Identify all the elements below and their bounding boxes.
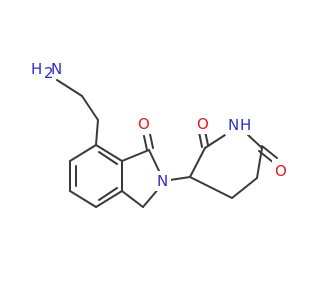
- bond-ch2-c7: [81, 95, 99, 121]
- bond-pip6: [189, 176, 233, 199]
- dione-oxygen-top-atom: O: [194, 114, 212, 134]
- imide-n-label: N: [228, 116, 239, 134]
- bond-ar4: [95, 190, 123, 208]
- bond-lactam-co-2: [149, 133, 154, 149]
- bond-layer: [56, 79, 278, 208]
- bond-ar6: [95, 144, 123, 162]
- bond-ar3: [69, 190, 97, 208]
- bond-ch2-aryl: [95, 119, 99, 146]
- bond-ar-inner3: [98, 151, 118, 165]
- bond-pip-co-top-1: [198, 131, 203, 148]
- bond-ar-inner2: [98, 187, 118, 201]
- lactam-oxygen-label: O: [138, 115, 150, 133]
- amine-n-label: N: [51, 60, 62, 78]
- bond-ch2-ring: [121, 190, 144, 208]
- bond-pip5: [231, 177, 258, 199]
- bond-ar1: [69, 144, 97, 162]
- imide-h-label: H: [240, 116, 251, 134]
- bond-pip-co-right-2: [258, 150, 275, 164]
- lactam-nitrogen-atom: N: [153, 171, 171, 191]
- amine-label: H: [31, 60, 42, 78]
- lactam-oxygen-atom: O: [135, 114, 153, 134]
- amine-subscript: 2: [44, 64, 54, 82]
- dione-oxygen-right-label: O: [275, 162, 287, 180]
- bond-pip3: [247, 134, 263, 149]
- amine-atom: H 2 N: [28, 57, 66, 82]
- bond-lactam-co-1: [143, 135, 148, 151]
- imide-nh-atom: N H: [225, 113, 251, 135]
- atom-layer: H 2 N O N O N H O: [28, 57, 290, 191]
- bond-n-cpip: [169, 176, 191, 181]
- dione-oxygen-right-atom: O: [272, 160, 290, 180]
- bond-nh2-ch2: [56, 79, 83, 97]
- lactam-nitrogen-label: N: [157, 172, 168, 190]
- bond-pip-co-right-1: [261, 145, 278, 159]
- molecule-structure: H 2 N O N O N H O: [28, 57, 290, 208]
- dione-oxygen-top-label: O: [197, 115, 209, 133]
- bond-carbonyl-n: [148, 149, 161, 174]
- bond-c-carbonyl: [121, 149, 150, 162]
- bond-pip1: [189, 147, 206, 178]
